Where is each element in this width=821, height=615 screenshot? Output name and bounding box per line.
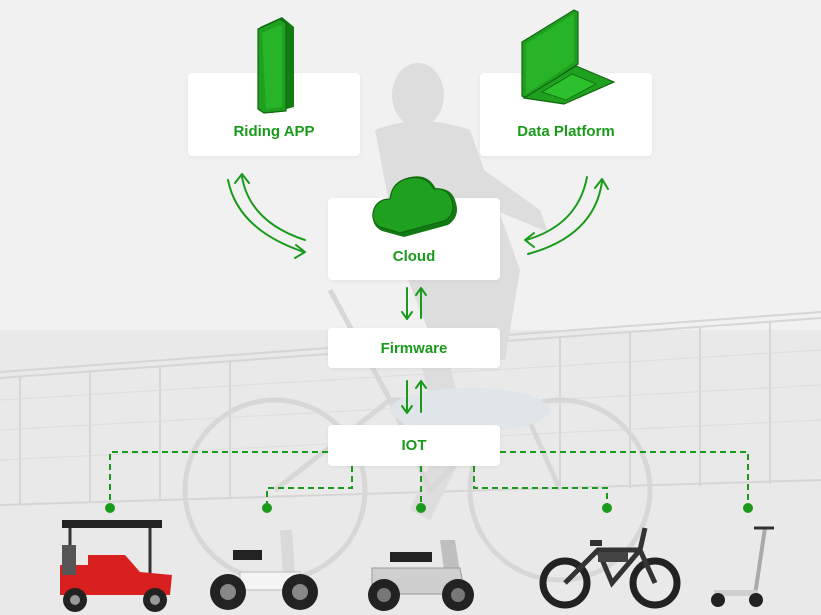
platform-cloud-arrows: [524, 176, 609, 255]
iot-connection-lines: [109, 451, 749, 507]
bidirectional-arrow-icon: [401, 380, 427, 414]
firmware-node: Firmware: [328, 328, 500, 368]
cloud-icon: [372, 176, 457, 237]
phone-icon: [257, 17, 294, 114]
connection-dots: [105, 503, 753, 513]
laptop-icon: [521, 9, 616, 105]
kick-scooter-image: [711, 526, 774, 607]
electric-moped-image: [210, 530, 318, 610]
electric-bike-image: [539, 527, 681, 609]
iot-node: IOT: [328, 425, 500, 466]
golf-cart-image: [60, 520, 172, 612]
firmware-label: Firmware: [380, 340, 448, 357]
cloud-label: Cloud: [392, 248, 436, 265]
data-platform-label: Data Platform: [517, 123, 615, 140]
iot-label: IOT: [401, 437, 427, 454]
electric-scooter-moped-image: [368, 540, 474, 611]
bidirectional-arrow-icon: [401, 287, 427, 320]
app-cloud-arrows: [227, 173, 306, 259]
riding-app-label: Riding APP: [233, 123, 315, 140]
